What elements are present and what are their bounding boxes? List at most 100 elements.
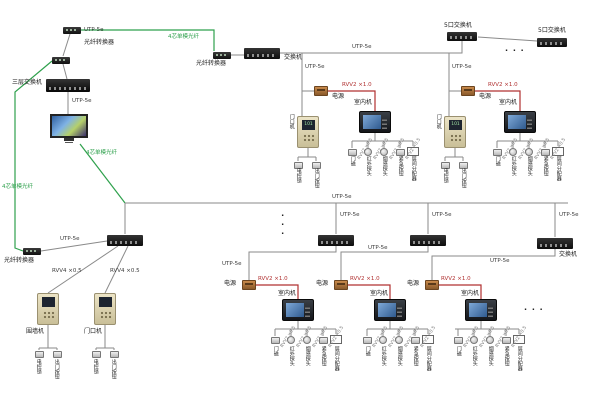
power-supply-icon xyxy=(314,86,328,96)
text-label: · · · xyxy=(505,46,525,55)
fiber-converter-icon xyxy=(23,247,41,255)
text-label: 4芯单模光纤 xyxy=(168,34,199,40)
network-link xyxy=(340,246,429,280)
text-label: · · · xyxy=(524,305,544,314)
fiber-link xyxy=(79,143,126,204)
fiber-link xyxy=(14,60,53,252)
text-label: ... xyxy=(278,209,288,236)
fiber-converter-icon xyxy=(213,51,231,59)
text-label: UTP-5e xyxy=(305,64,325,70)
sensor-icon xyxy=(347,148,357,156)
sensor-icon xyxy=(492,148,502,156)
power-cable-link xyxy=(348,284,391,299)
text-label: 出门按钮 xyxy=(313,168,320,188)
text-label: 围墙机 xyxy=(26,328,45,335)
text-label: UTP-5e xyxy=(432,212,452,218)
round-sensor-icon xyxy=(287,336,295,344)
network-link xyxy=(40,240,108,252)
text-label: 出门按钮 xyxy=(53,359,60,379)
ports-part xyxy=(247,53,277,57)
switch-icon xyxy=(410,234,446,246)
round-sensor-icon xyxy=(525,148,533,156)
text-label: 电源 xyxy=(332,93,345,100)
text-label: 室内机 xyxy=(354,99,373,106)
network-link xyxy=(62,33,71,57)
text-label: 室内机 xyxy=(499,99,518,106)
pad-part xyxy=(527,117,532,129)
text-label: UTP-5e xyxy=(84,27,104,33)
text-label: UTP-5e xyxy=(452,64,472,70)
scr-part xyxy=(508,115,526,129)
sensor-icon xyxy=(410,336,420,344)
text-label: RVV2 ×1.0 xyxy=(488,82,518,88)
network-link xyxy=(62,63,68,80)
text-label: RVV2 ×1.0 xyxy=(342,82,372,88)
text-label: 光纤转换器 xyxy=(4,257,35,264)
text-label: 室内机 xyxy=(278,290,297,297)
scr-part xyxy=(286,303,304,317)
sensor-icon xyxy=(362,336,372,344)
text-label: 门磁 xyxy=(349,156,356,166)
indoor-monitor-icon xyxy=(465,299,497,321)
text-label: UTP-5e xyxy=(368,245,388,251)
text-label: UTP-5e xyxy=(222,261,242,267)
ports-part xyxy=(540,41,564,45)
indoor-monitor-icon xyxy=(359,111,391,133)
text-label: 4芯单模光纤 xyxy=(2,184,33,190)
power-cable-link xyxy=(439,284,482,299)
network-link xyxy=(431,249,556,280)
text-label: UTP-5e xyxy=(332,194,352,200)
switch-icon xyxy=(244,47,280,59)
switch-icon xyxy=(107,234,143,246)
vent-part xyxy=(428,283,436,285)
scr-part xyxy=(42,297,55,307)
power-supply-icon xyxy=(334,280,348,290)
sensor-icon xyxy=(395,148,405,156)
sensor-icon xyxy=(318,336,328,344)
round-sensor-icon xyxy=(379,336,387,344)
floor-distributor-icon xyxy=(407,146,419,156)
pad-part xyxy=(100,311,112,319)
pad-part xyxy=(303,134,315,142)
text-label: RVV2 ×1.0 xyxy=(441,276,471,282)
text-label: 交换机 xyxy=(559,251,578,258)
text-label: 门磁 xyxy=(364,346,371,356)
text-label: 层间分配器 xyxy=(555,156,562,181)
round-sensor-icon xyxy=(470,336,478,344)
floor-distributor-icon xyxy=(422,334,434,344)
network-link xyxy=(104,245,129,294)
text-label: 光纤转换器 xyxy=(196,60,227,67)
text-label: 5口交换机 xyxy=(538,27,566,34)
text-label: 门磁 xyxy=(272,346,279,356)
text-label: 层间分配器 xyxy=(516,346,523,371)
text-label: 紧急按钮 xyxy=(412,346,419,366)
text-label: UTP-5e xyxy=(559,212,579,218)
text-label: 电源 xyxy=(224,280,237,287)
door-station-icon: 101 xyxy=(297,116,319,148)
text-label: 紧急按钮 xyxy=(503,346,510,366)
power-cable-link xyxy=(475,90,521,111)
round-sensor-icon xyxy=(380,148,388,156)
text-label: 电控锁 xyxy=(92,359,99,374)
sensor-icon xyxy=(453,336,463,344)
pad-part xyxy=(43,311,55,319)
sensor-icon xyxy=(501,336,511,344)
text-label: RVV2 ×1.0 xyxy=(350,276,380,282)
scr-part xyxy=(363,115,381,129)
round-sensor-icon xyxy=(509,148,517,156)
network-link xyxy=(477,36,538,42)
text-label: 红外探头 xyxy=(380,346,387,366)
text-label: 红外探头 xyxy=(365,156,372,176)
vent-part xyxy=(337,283,345,285)
power-cable-link xyxy=(256,284,299,299)
text-label: 门口机 xyxy=(435,114,442,129)
text-label: RVV4 ×0.5 xyxy=(110,268,140,274)
stand-part xyxy=(64,138,74,141)
floor-distributor-icon xyxy=(513,334,525,344)
text-label: 烟感探头 xyxy=(396,346,403,366)
pad-part xyxy=(397,305,402,317)
network-link xyxy=(248,246,337,280)
sensor-icon xyxy=(91,350,101,358)
sensor-icon xyxy=(52,350,62,358)
